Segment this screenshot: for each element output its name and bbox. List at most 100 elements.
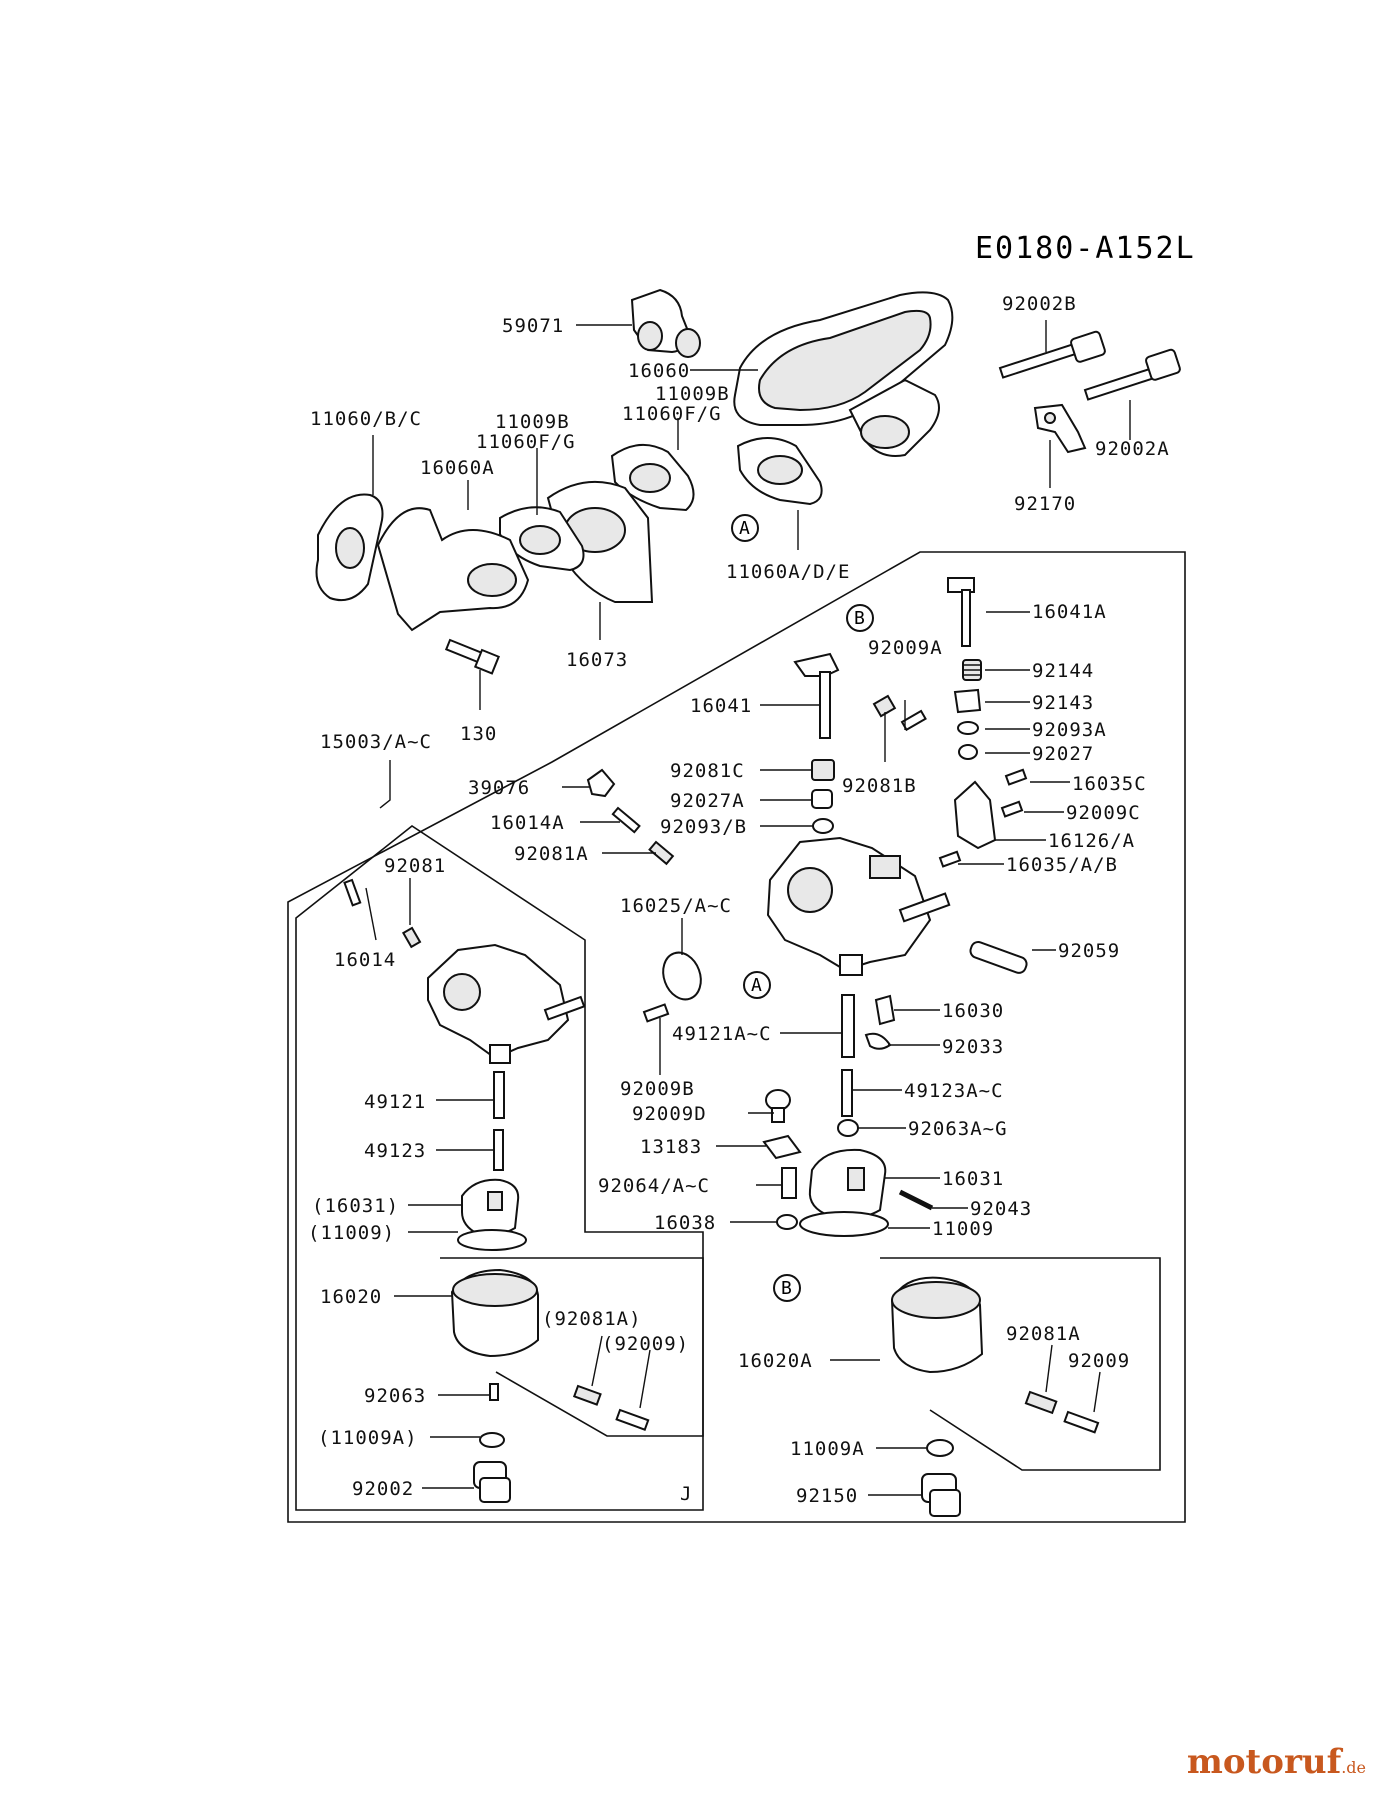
label-92027A: 92027A	[670, 790, 745, 812]
plate-13183	[762, 1134, 802, 1160]
screw-16014	[343, 878, 362, 907]
gasket-11060-top	[610, 444, 695, 512]
drain-bolt-92002	[473, 1461, 511, 1503]
leader-lines	[365, 320, 1131, 1496]
label-49121A: 49121A~C	[672, 1023, 772, 1045]
breather-elbow-59071	[630, 288, 701, 358]
gasket-11060BC	[315, 493, 384, 602]
label-16014A: 16014A	[490, 812, 565, 834]
svg-text:A: A	[751, 975, 762, 996]
screw-16014A	[611, 806, 641, 834]
carburetor-body-left	[427, 943, 586, 1064]
label-16031-paren: (16031)	[312, 1195, 399, 1217]
bracket-92170	[1033, 403, 1087, 454]
label-92064: 92064/A~C	[598, 1175, 710, 1197]
label-130: 130	[460, 723, 497, 745]
gasket-11009	[799, 1211, 889, 1237]
bolt-130	[444, 638, 500, 675]
label-11060BC: 11060/B/C	[310, 408, 422, 430]
label-11009A-right: 11009A	[790, 1438, 865, 1460]
carburetor-assembly-frame	[287, 551, 1186, 1523]
label-92093A: 92093A	[1032, 719, 1107, 741]
screw-16035AB	[938, 850, 962, 868]
needle-jet-49123A	[841, 1069, 853, 1117]
washer-16038	[776, 1214, 798, 1230]
jet-92063	[489, 1383, 499, 1401]
main-jet-49121	[493, 1071, 505, 1119]
label-16020A: 16020A	[738, 1350, 813, 1372]
washer-92093B	[812, 818, 834, 834]
gasket-11009B-left	[499, 506, 585, 572]
callout-A-lower: A	[743, 971, 771, 999]
label-92033: 92033	[942, 1036, 1004, 1058]
label-92063: 92063	[364, 1385, 426, 1407]
label-16126A: 16126/A	[1048, 830, 1135, 852]
label-92150: 92150	[796, 1485, 858, 1507]
screw-92009C	[1000, 800, 1024, 818]
label-11060ADE: 11060A/D/E	[726, 561, 850, 583]
label-11009-paren: (11009)	[308, 1222, 395, 1244]
label-16014: 16014	[334, 949, 396, 971]
label-16038: 16038	[654, 1212, 716, 1234]
label-92081A: 92081A	[514, 843, 589, 865]
screw-92009A	[900, 709, 927, 732]
valve-92064	[781, 1167, 797, 1199]
brand-watermark: motoruf.de	[1187, 1742, 1366, 1782]
label-92093B: 92093/B	[660, 816, 747, 838]
float-bowl-16020	[450, 1268, 539, 1358]
spring-92081A-paren	[572, 1384, 602, 1406]
label-16025: 16025/A~C	[620, 895, 732, 917]
label-11009B-top: 11009B	[655, 383, 730, 405]
jet-92063A	[837, 1119, 859, 1137]
label-92002: 92002	[352, 1478, 414, 1500]
label-92143: 92143	[1032, 692, 1094, 714]
brand-name: motoruf	[1186, 1742, 1342, 1782]
label-39076: 39076	[468, 777, 530, 799]
label-11009A-paren: (11009A)	[318, 1427, 418, 1449]
label-11009-right: 11009	[932, 1218, 994, 1240]
label-16073: 16073	[566, 649, 628, 671]
seal-92027	[958, 744, 978, 760]
label-16060A: 16060A	[420, 457, 495, 479]
screw-92009B	[642, 1003, 670, 1023]
diaphragm-16025	[662, 951, 702, 1001]
spring-92144	[962, 659, 982, 681]
float-bowl-16020A	[890, 1276, 984, 1374]
callout-B-lower: B	[773, 1274, 801, 1302]
diagram-code: E0180-A152L	[975, 231, 1196, 266]
drain-bolt-92150	[921, 1473, 961, 1517]
label-16020: 16020	[320, 1286, 382, 1308]
label-13183: 13183	[640, 1136, 702, 1158]
float-bowl-frame-right	[880, 1257, 1161, 1471]
label-92027: 92027	[1032, 743, 1094, 765]
label-11009B-left: 11009B	[495, 411, 570, 433]
part-labels: 59071 92002B 16060 11009B 11060F/G 92002…	[308, 293, 1169, 1507]
clip-92033	[864, 1032, 892, 1050]
label-92009-paren: (92009)	[602, 1333, 689, 1355]
label-16041: 16041	[690, 695, 752, 717]
label-16030: 16030	[942, 1000, 1004, 1022]
label-92144: 92144	[1032, 660, 1094, 682]
label-92009B: 92009B	[620, 1078, 695, 1100]
spring-92081C	[811, 759, 835, 781]
label-16031-right: 16031	[942, 1168, 1004, 1190]
label-92043: 92043	[970, 1198, 1032, 1220]
frame-j-label: J	[680, 1483, 692, 1505]
plug-16030	[874, 994, 896, 1026]
label-11060FG-left: 11060F/G	[476, 431, 576, 453]
spring-92081B	[872, 694, 897, 718]
bolt-92002B	[998, 330, 1106, 379]
label-92081: 92081	[384, 855, 446, 877]
label-16035AB: 16035/A/B	[1006, 854, 1118, 876]
float-16031	[808, 1148, 887, 1219]
label-16060: 16060	[628, 360, 690, 382]
carburetor-body-right	[766, 836, 951, 976]
bolt-92002A	[1083, 348, 1181, 401]
label-92059: 92059	[1058, 940, 1120, 962]
label-92081A-paren: (92081A)	[542, 1308, 642, 1330]
label-49123: 49123	[364, 1140, 426, 1162]
inner-carburetor-frame	[295, 825, 704, 1511]
screw-92009D	[765, 1089, 791, 1123]
screw-92009-paren	[615, 1408, 650, 1431]
gasket-11060ADE	[736, 437, 823, 506]
